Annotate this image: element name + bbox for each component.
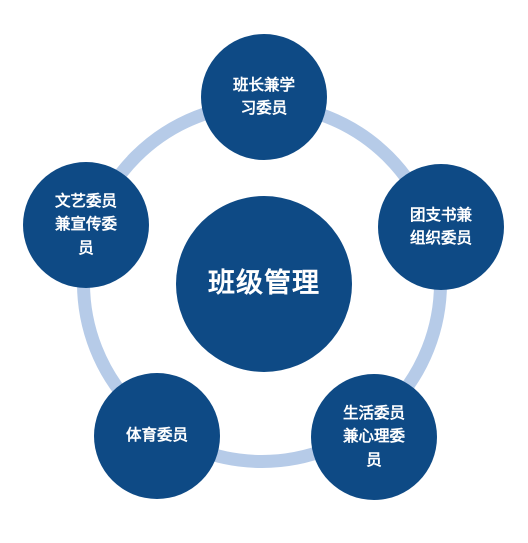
center-label: 班级管理 xyxy=(208,267,320,299)
node-sports-committee: 体育委员 xyxy=(94,373,220,499)
node-label: 生活委员 兼心理委 员 xyxy=(342,404,405,469)
node-label: 团支书兼 组织委员 xyxy=(409,205,472,247)
node-arts-committee: 文艺委员 兼宣传委 员 xyxy=(23,162,149,288)
node-life-committee: 生活委员 兼心理委 员 xyxy=(311,374,437,500)
center-node: 班级管理 xyxy=(176,196,352,372)
node-label: 体育委员 xyxy=(125,426,188,445)
node-label: 班长兼学 习委员 xyxy=(232,75,295,117)
node-class-monitor: 班长兼学 习委员 xyxy=(201,34,327,160)
node-league-secretary: 团支书兼 组织委员 xyxy=(378,164,504,290)
node-label: 文艺委员 兼宣传委 员 xyxy=(54,192,117,257)
